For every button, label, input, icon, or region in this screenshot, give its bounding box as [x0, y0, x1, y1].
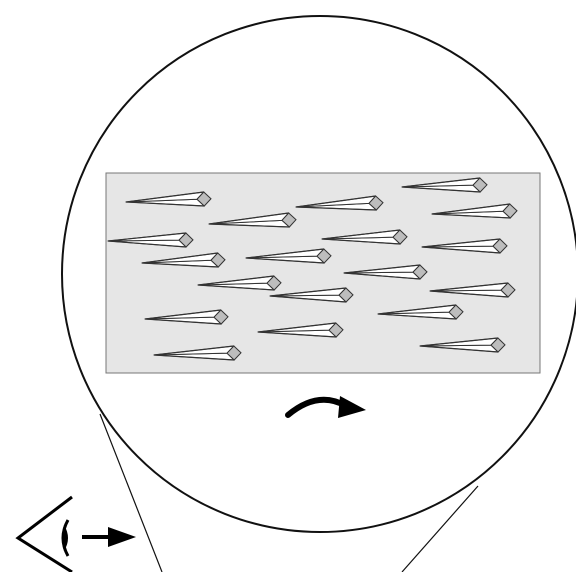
view-direction-arrow-icon: [82, 527, 136, 547]
eye-icon: [18, 497, 72, 572]
